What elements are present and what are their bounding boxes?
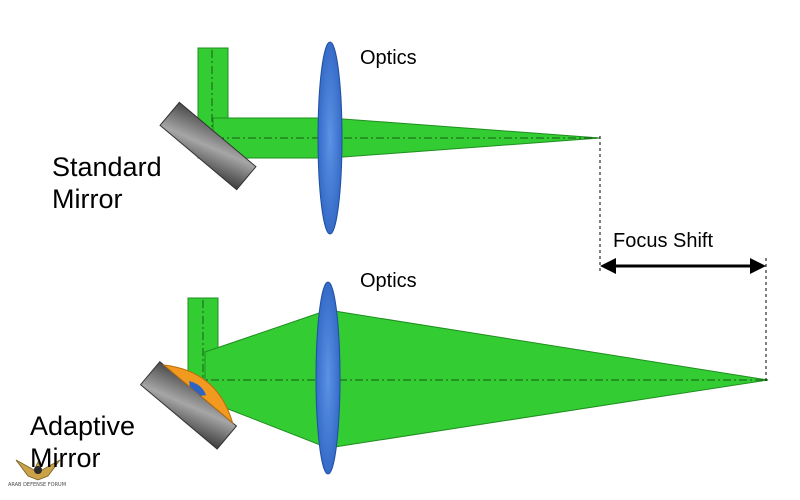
top-lens [317, 41, 343, 235]
focus-shift-label: Focus Shift [613, 230, 714, 252]
optics-label-bottom: Optics [360, 270, 417, 292]
arrowhead-right-icon [750, 258, 766, 274]
adaptive-converging-beam [327, 309, 769, 449]
standard-mirror-setup [159, 41, 601, 235]
watermark: ARAB DEFENSE FORUM [6, 452, 68, 498]
arrowhead-left-icon [600, 258, 616, 274]
watermark-text: ARAB DEFENSE FORUM [7, 482, 67, 488]
adaptive-mirror [139, 361, 238, 450]
optics-label-top: Optics [360, 47, 417, 69]
standard-mirror [159, 101, 257, 191]
bottom-lens [315, 281, 341, 475]
winged-emblem-icon [15, 459, 61, 481]
adaptive-mirror-label: Adaptive Mirror [30, 411, 136, 473]
adaptive-mirror-setup [139, 281, 769, 475]
standard-mirror-label: Standard Mirror [52, 152, 162, 214]
focus-shift-indicator [599, 136, 767, 382]
